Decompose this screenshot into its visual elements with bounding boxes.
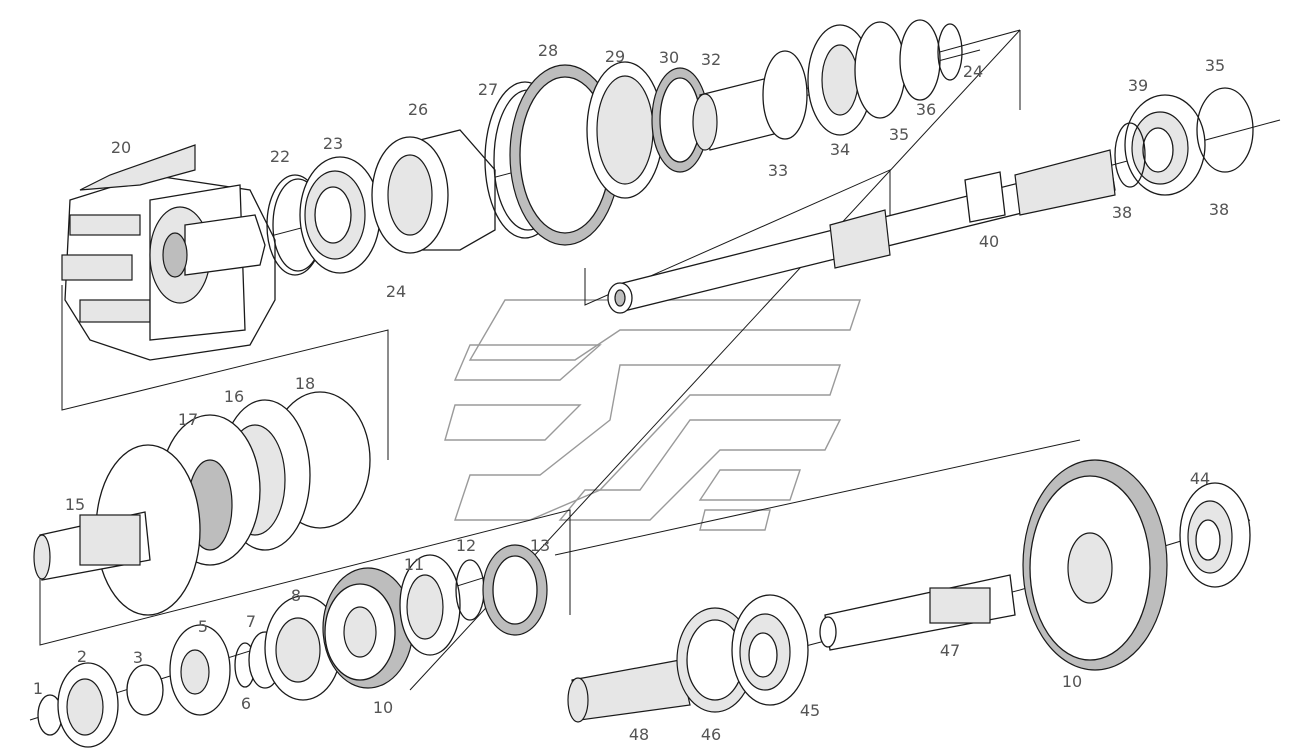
label-part-45: 45: [800, 701, 820, 720]
label-part-3: 3: [133, 648, 143, 667]
label-part-10-right: 10: [1062, 672, 1082, 691]
label-part-26: 26: [408, 100, 428, 119]
output-shaft-group: [567, 459, 1251, 723]
label-part-15: 15: [65, 495, 85, 514]
label-part-18: 18: [295, 374, 315, 393]
bearing-part: [299, 156, 381, 274]
label-part-30: 30: [659, 48, 679, 67]
main-shaft-part: [607, 149, 1116, 314]
label-part-35-right: 35: [1205, 56, 1225, 75]
label-part-29: 29: [605, 47, 625, 66]
bearing-part-39: [1114, 87, 1254, 196]
disc-stack-part: [762, 19, 963, 140]
label-part-6: 6: [241, 694, 251, 713]
label-part-27: 27: [478, 80, 498, 99]
label-part-24-right: 24: [963, 62, 983, 81]
label-part-35-top: 35: [889, 125, 909, 144]
watermark-logo: [444, 299, 861, 531]
label-part-39: 39: [1128, 76, 1148, 95]
label-part-38-left: 38: [1112, 203, 1132, 222]
label-part-5: 5: [198, 617, 208, 636]
label-part-36: 36: [916, 100, 936, 119]
label-part-1: 1: [33, 679, 43, 698]
label-part-7: 7: [246, 612, 256, 631]
label-part-40: 40: [979, 232, 999, 251]
label-part-10-left: 10: [373, 698, 393, 717]
clutch-pack-part: [33, 391, 371, 616]
label-part-16: 16: [224, 387, 244, 406]
label-part-33: 33: [768, 161, 788, 180]
hub-part: [371, 129, 496, 254]
label-part-23: 23: [323, 134, 343, 153]
label-part-24-left: 24: [386, 282, 406, 301]
label-part-13: 13: [530, 536, 550, 555]
ring-part-29: [586, 61, 664, 199]
label-part-17: 17: [178, 410, 198, 429]
lower-gear-group: [37, 544, 548, 748]
label-part-47: 47: [940, 641, 960, 660]
label-part-20: 20: [111, 138, 131, 157]
label-part-2: 2: [77, 647, 87, 666]
label-part-46: 46: [701, 725, 721, 744]
label-part-34: 34: [830, 140, 850, 159]
clutch-drum-part: [61, 144, 276, 361]
label-part-12: 12: [456, 536, 476, 555]
label-part-28: 28: [538, 41, 558, 60]
label-part-48: 48: [629, 725, 649, 744]
label-part-38-right: 38: [1209, 200, 1229, 219]
label-part-44: 44: [1190, 469, 1210, 488]
label-part-11: 11: [404, 555, 424, 574]
label-part-22: 22: [270, 147, 290, 166]
label-part-8: 8: [291, 586, 301, 605]
label-part-32: 32: [701, 50, 721, 69]
part-labels: 1 2 3 5 6 7 8 10 10 11 12 13 15 16 17 18…: [33, 41, 1229, 744]
spring-washer-part: [651, 67, 709, 173]
